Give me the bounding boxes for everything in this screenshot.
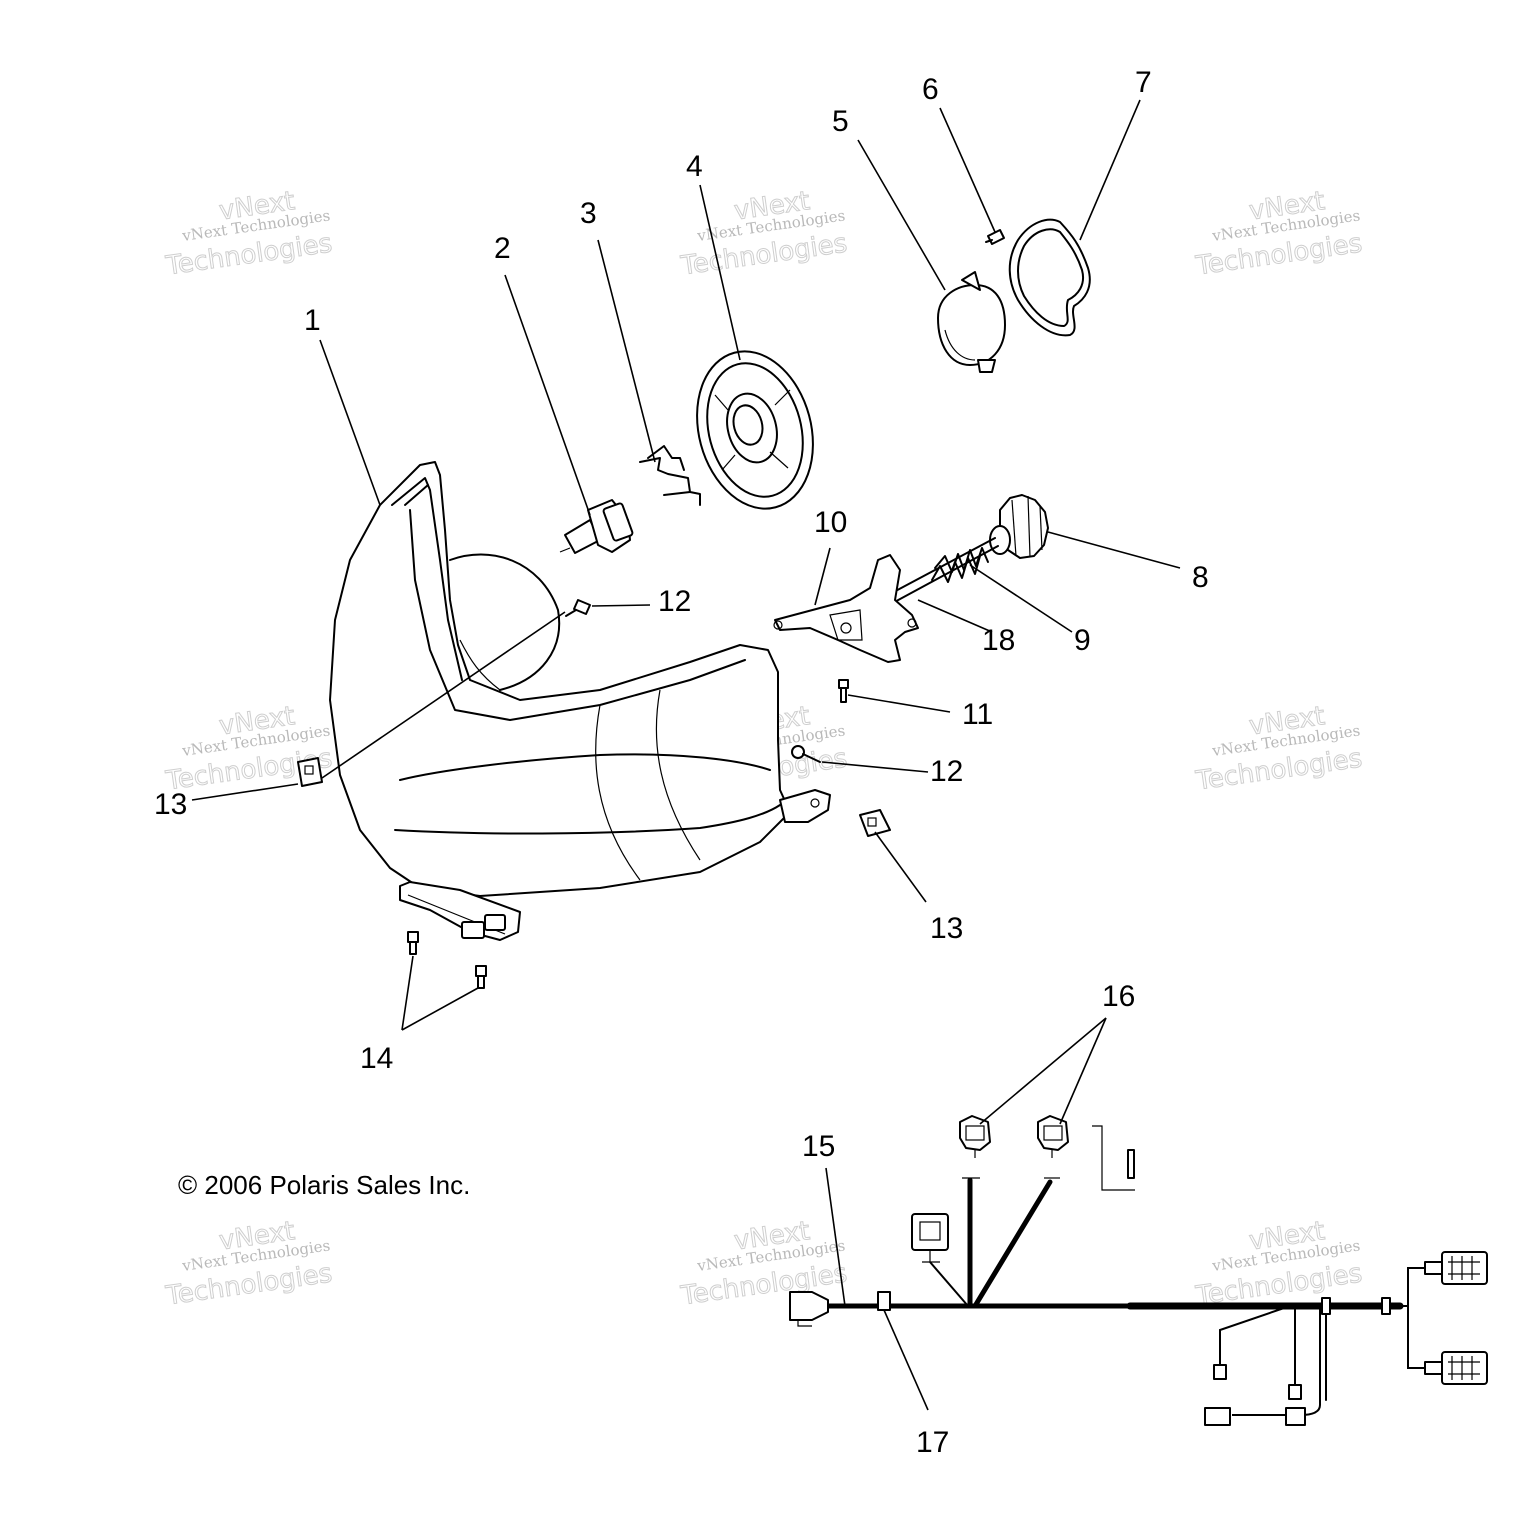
lamp-cover-part-5 [937, 271, 1006, 373]
leader-line-3 [597, 239, 656, 463]
leader-lines [191, 99, 1181, 1411]
callout-8: 8 [1192, 561, 1209, 594]
leader-line-11 [847, 694, 951, 713]
screw-part-14-a [407, 931, 419, 955]
callout-4: 4 [686, 150, 703, 183]
headlight-housing-part-1 [329, 461, 831, 941]
screw-part-6 [985, 229, 1005, 245]
leader-line-18 [917, 599, 993, 633]
callout-2: 2 [494, 232, 511, 265]
leader-line-4 [699, 184, 741, 361]
screw-part-14-b [475, 965, 487, 989]
gasket-part-7 [1008, 218, 1091, 337]
leader-line-17 [883, 1309, 929, 1411]
callout-labels: 1 2 3 4 5 6 7 8 9 10 11 12 12 13 13 14 1… [154, 66, 1209, 1459]
watermark: vNext vNext Technologies Technologies [1193, 186, 1365, 282]
leader-line-7 [1079, 99, 1141, 241]
callout-7: 7 [1135, 66, 1152, 99]
headlight-bulb-part-2 [559, 499, 634, 554]
callout-16: 16 [1102, 980, 1135, 1013]
callout-18: 18 [982, 624, 1015, 657]
callout-13-right: 13 [930, 912, 963, 945]
speed-nut-part-13-right [859, 809, 891, 837]
leader-line-12-lower [821, 761, 929, 773]
leader-line-13-left-b [321, 611, 566, 779]
callout-12-upper: 12 [658, 585, 691, 618]
leader-line-16-a [979, 1017, 1107, 1125]
leader-line-2 [504, 274, 591, 516]
callout-1: 1 [304, 304, 321, 337]
leader-line-13-left [191, 783, 299, 801]
callout-6: 6 [922, 73, 939, 106]
callout-11: 11 [962, 698, 993, 731]
sealing-boot-part-4 [696, 350, 814, 510]
watermark: vNext vNext Technologies Technologies [678, 186, 850, 282]
mounting-bracket-part-10 [773, 554, 919, 663]
cable-clip-part-17 [877, 1291, 891, 1311]
callout-12-lower: 12 [930, 755, 963, 788]
watermark: vNext vNext Technologies Technologies [678, 1216, 850, 1312]
leader-line-15 [825, 1167, 846, 1307]
watermark: vNext vNext Technologies Technologies [1193, 701, 1365, 797]
callout-17: 17 [916, 1426, 949, 1459]
watermark: vNext vNext Technologies Technologies [163, 1216, 335, 1312]
speed-nut-part-13-left [297, 757, 323, 787]
callout-14: 14 [360, 1042, 393, 1075]
callout-9: 9 [1074, 624, 1091, 657]
copyright-notice: © 2006 Polaris Sales Inc. [178, 1170, 470, 1200]
leader-line-12-upper [591, 604, 651, 607]
leader-line-13-right [874, 831, 927, 903]
spring-part-9 [931, 547, 989, 583]
watermarks: vNext vNext Technologies Technologies vN… [163, 186, 1365, 1312]
screw-part-12-upper [565, 599, 591, 617]
callout-3: 3 [580, 197, 597, 230]
wiring-harness-part-15 [789, 1177, 1488, 1426]
watermark: vNext vNext Technologies Technologies [1193, 1216, 1365, 1312]
callout-5: 5 [832, 105, 849, 138]
leader-line-10 [814, 547, 831, 606]
leader-line-6 [939, 107, 996, 233]
callout-13-left: 13 [154, 788, 187, 821]
bulb-socket-connectors-part-16 [959, 1115, 1135, 1191]
leader-line-9 [969, 564, 1073, 633]
leader-line-5 [857, 139, 946, 291]
leader-line-16-b [1059, 1017, 1107, 1125]
leader-line-14-b [401, 987, 479, 1031]
callout-15: 15 [802, 1130, 835, 1163]
leader-line-14-a [401, 955, 414, 1031]
screw-part-12-lower [791, 745, 821, 763]
watermark: vNext vNext Technologies Technologies [163, 186, 335, 282]
adjuster-knob-part-8 [989, 494, 1049, 559]
callout-10: 10 [814, 506, 847, 539]
screw-part-11 [838, 679, 849, 703]
bulb-retaining-clip-part-3 [639, 445, 701, 506]
leader-line-1 [319, 339, 381, 506]
leader-line-8 [1047, 531, 1181, 569]
